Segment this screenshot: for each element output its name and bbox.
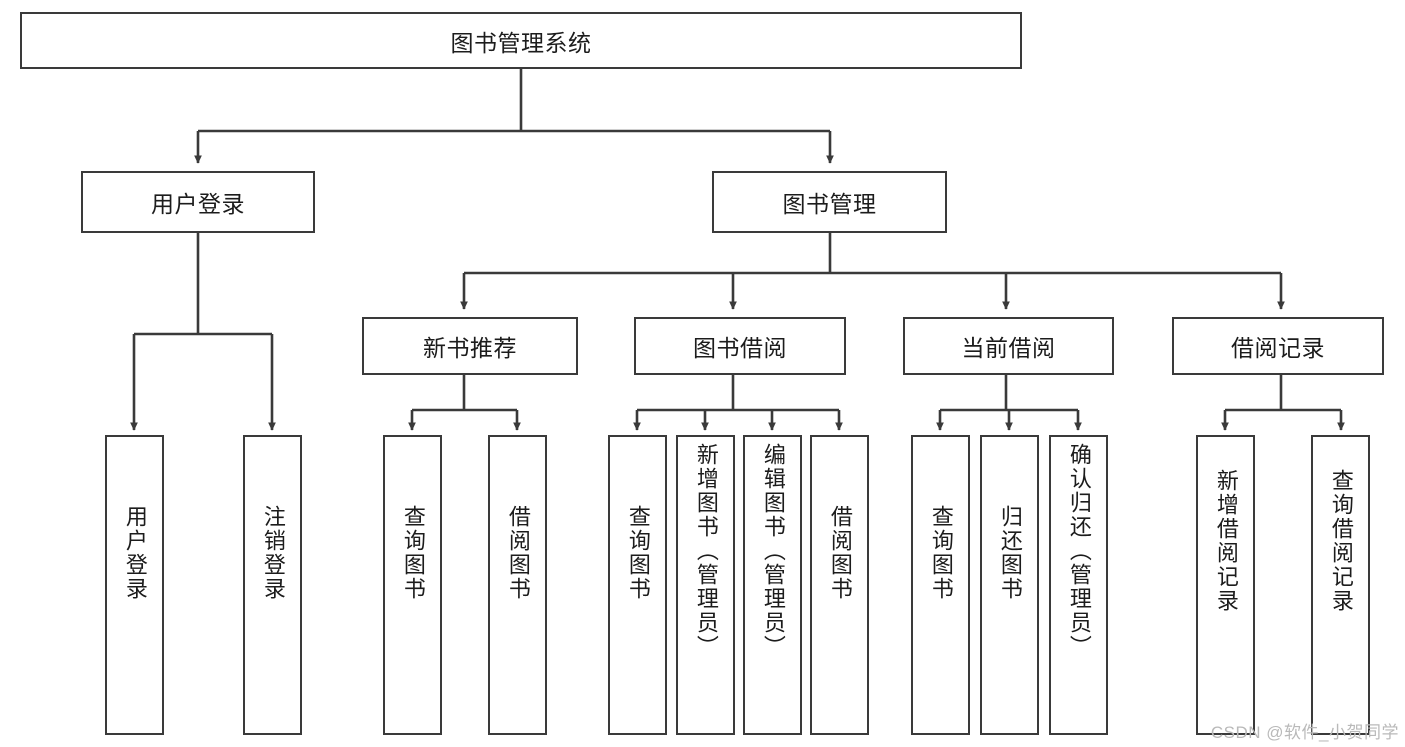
node-new-book-recommend[interactable]: 新书推荐 — [362, 317, 578, 375]
leaf-borrow-borrow-book-label: 借阅图书 — [827, 505, 853, 601]
leaf-record-query-label: 查询借阅记录 — [1328, 469, 1354, 613]
leaf-current-query-book-label: 查询图书 — [928, 505, 954, 601]
leaf-recommend-query-book[interactable]: 查询图书 — [383, 435, 442, 735]
node-new-book-recommend-label: 新书推荐 — [423, 335, 517, 361]
node-book-manage[interactable]: 图书管理 — [712, 171, 947, 233]
node-user-login[interactable]: 用户登录 — [81, 171, 315, 233]
csdn-watermark: CSDN @软件_小贺同学 — [1210, 723, 1399, 742]
leaf-recommend-borrow-book-label: 借阅图书 — [505, 505, 531, 601]
leaf-logout[interactable]: 注销登录 — [243, 435, 302, 735]
node-current-borrow-label: 当前借阅 — [961, 335, 1056, 361]
leaf-borrow-borrow-book[interactable]: 借阅图书 — [810, 435, 869, 735]
node-borrow-record-label: 借阅记录 — [1231, 335, 1325, 361]
leaf-borrow-add-book-label: 新增图书（管理员） — [693, 443, 719, 659]
leaf-borrow-edit-book-label: 编辑图书（管理员） — [760, 443, 786, 659]
node-user-login-label: 用户登录 — [151, 191, 245, 217]
leaf-logout-label: 注销登录 — [260, 505, 286, 601]
leaf-current-confirm-return-label: 确认归还（管理员） — [1066, 443, 1092, 659]
node-book-borrow[interactable]: 图书借阅 — [634, 317, 846, 375]
node-book-borrow-label: 图书借阅 — [693, 335, 787, 361]
leaf-current-return-book-label: 归还图书 — [997, 505, 1023, 601]
leaf-borrow-edit-book[interactable]: 编辑图书（管理员） — [743, 435, 802, 735]
leaf-current-confirm-return[interactable]: 确认归还（管理员） — [1049, 435, 1108, 735]
node-book-manage-label: 图书管理 — [782, 191, 877, 217]
leaf-current-return-book[interactable]: 归还图书 — [980, 435, 1039, 735]
leaf-borrow-add-book[interactable]: 新增图书（管理员） — [676, 435, 735, 735]
leaf-record-add[interactable]: 新增借阅记录 — [1196, 435, 1255, 735]
leaf-user-login[interactable]: 用户登录 — [105, 435, 164, 735]
node-borrow-record[interactable]: 借阅记录 — [1172, 317, 1384, 375]
leaf-record-add-label: 新增借阅记录 — [1213, 469, 1239, 613]
leaf-user-login-label: 用户登录 — [122, 505, 148, 601]
leaf-recommend-query-book-label: 查询图书 — [400, 505, 426, 601]
leaf-borrow-query-book-label: 查询图书 — [625, 505, 651, 601]
leaf-record-query[interactable]: 查询借阅记录 — [1311, 435, 1370, 735]
node-root-label: 图书管理系统 — [450, 29, 592, 56]
node-current-borrow[interactable]: 当前借阅 — [903, 317, 1114, 375]
leaf-recommend-borrow-book[interactable]: 借阅图书 — [488, 435, 547, 735]
leaf-current-query-book[interactable]: 查询图书 — [911, 435, 970, 735]
node-root[interactable]: 图书管理系统 — [20, 12, 1022, 69]
leaf-borrow-query-book[interactable]: 查询图书 — [608, 435, 667, 735]
